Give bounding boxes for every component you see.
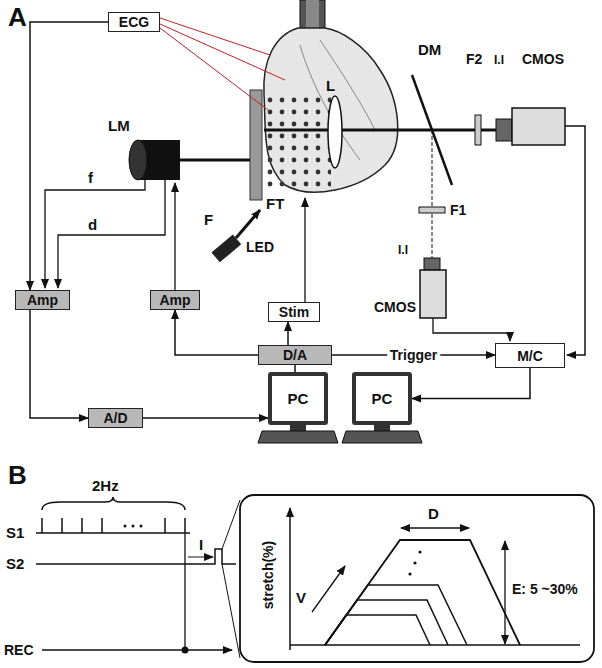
part-label: F: [204, 212, 213, 227]
signal-connector: [30, 310, 88, 418]
ad-converter-box: A/D: [88, 408, 143, 428]
node-text: M/C: [517, 348, 543, 364]
part-label: LM: [108, 118, 130, 133]
mc-box: M/C: [495, 343, 565, 368]
part-label: D: [428, 506, 439, 521]
da-converter-box: D/A: [258, 345, 332, 365]
part-label: I.I: [398, 244, 408, 256]
part-label: d: [88, 217, 97, 232]
part-label: S2: [6, 556, 24, 571]
pc-monitor: PC: [352, 372, 412, 425]
part-label: REC: [4, 643, 34, 657]
node-text: PC: [372, 390, 393, 407]
part-label: CMOS: [522, 52, 564, 66]
part-label: V: [296, 590, 306, 605]
node-text: Amp: [27, 292, 58, 308]
panel-letter: A: [8, 4, 27, 30]
signal-connector: [30, 22, 108, 290]
node-text: Stim: [279, 304, 309, 320]
signal-connector: [287, 322, 289, 345]
part-label: L: [326, 78, 335, 93]
signal-connector: [175, 310, 258, 355]
panel-letter: B: [8, 462, 27, 488]
node-text: A/D: [103, 410, 127, 426]
part-label: E: 5 ~30%: [512, 582, 578, 596]
signal-connector: [143, 417, 268, 419]
node-text: D/A: [283, 347, 307, 363]
part-label: I: [199, 537, 203, 552]
part-label: f: [88, 170, 93, 185]
node-text: Amp: [159, 292, 190, 308]
part-label: 2Hz: [92, 478, 119, 493]
axis-label: stretch(%): [261, 541, 275, 609]
node-text: ECG: [119, 14, 149, 30]
part-label: LED: [246, 240, 274, 254]
part-label: S1: [6, 525, 24, 540]
part-label: DM: [418, 42, 441, 57]
edge-label: Trigger: [387, 347, 440, 363]
signal-connector: [412, 368, 530, 399]
amplifier-box: Amp: [150, 290, 200, 310]
node-text: PC: [288, 390, 309, 407]
part-label: I.I: [494, 54, 504, 66]
signal-connector: [294, 365, 296, 372]
part-label: CMOS: [374, 300, 416, 314]
pc-monitor: PC: [268, 372, 328, 425]
stimulator-box: Stim: [268, 302, 320, 322]
amplifier-box: Amp: [15, 290, 70, 310]
part-label: FT: [266, 196, 284, 211]
part-label: F2: [466, 52, 482, 66]
part-label: F1: [450, 203, 466, 217]
ecg-box: ECG: [108, 12, 160, 32]
